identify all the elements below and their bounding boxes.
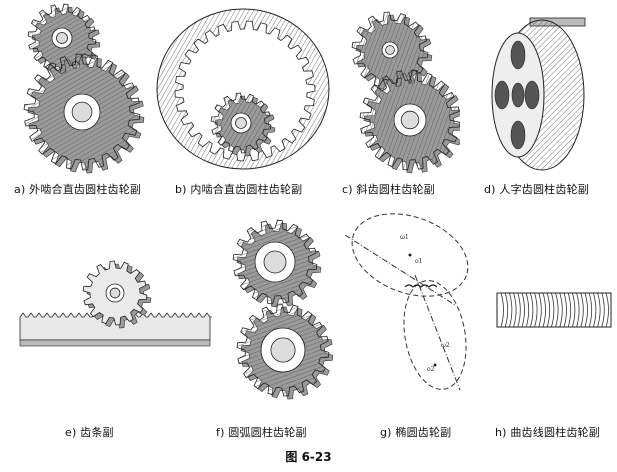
label-o1: o1 (415, 258, 422, 265)
circular-arc-gear-illustration (232, 219, 334, 400)
caption-d: d) 人字齿圆柱齿轮副 (484, 183, 589, 196)
caption-c: c) 斜齿圆柱齿轮副 (342, 183, 435, 196)
center-line-lower (414, 274, 461, 391)
gear-pair-herringbone (480, 10, 590, 175)
gear-pair-circular-arc (225, 210, 340, 410)
label-omega2: ω2 (441, 342, 450, 349)
label-omega1: ω1 (400, 234, 409, 241)
rack-pinion-illustration (19, 260, 212, 347)
large-spur-gear (23, 53, 145, 174)
helical-gear-illustration (351, 11, 460, 174)
pivot-o2 (433, 363, 437, 367)
gear-pair-elliptical: ω1 o1 ω2 o2 (335, 205, 485, 395)
caption-b: b) 内啮合直齿圆柱齿轮副 (175, 183, 303, 196)
curved-tooth-gear (496, 292, 612, 328)
gear-pair-helical (335, 5, 460, 175)
elliptical-gear-lower (403, 280, 467, 390)
caption-f: f) 圆弧圆柱齿轮副 (216, 426, 307, 439)
gear-pair-external-spur (0, 0, 160, 175)
circular-arc-gear-bottom (236, 303, 334, 400)
elliptical-gear-illustration: ω1 o1 ω2 o2 (344, 213, 469, 391)
label-o2: o2 (427, 366, 435, 373)
pivot-o1 (408, 253, 412, 257)
herringbone-gear-illustration (491, 17, 586, 171)
caption-g: g) 椭圆齿轮副 (380, 426, 452, 439)
caption-h: h) 曲齿线圆柱齿轮副 (495, 426, 600, 439)
external-spur-gear-illustration (23, 3, 145, 174)
caption-a: a) 外啮合直齿圆柱齿轮副 (14, 183, 142, 196)
gear-pair-curved-tooth (495, 285, 615, 335)
internal-spur-gear-illustration (156, 8, 330, 170)
center-line-upper (344, 234, 456, 306)
gear-pair-rack (15, 255, 215, 355)
caption-e: e) 齿条副 (65, 426, 114, 439)
gear-pair-internal-spur (155, 5, 335, 175)
internal-ring-gear (156, 8, 330, 170)
mesh-teeth (404, 284, 438, 288)
figure-label: 图 6-23 (285, 450, 332, 464)
circular-arc-gear-top (232, 219, 322, 308)
internal-pinion-gear (210, 92, 276, 157)
curved-tooth-gear-illustration (496, 292, 612, 328)
herringbone-gear (491, 17, 586, 171)
elliptical-gear-upper (351, 213, 469, 297)
rack-pinion-gear (82, 260, 152, 329)
large-helical-gear (359, 69, 460, 174)
